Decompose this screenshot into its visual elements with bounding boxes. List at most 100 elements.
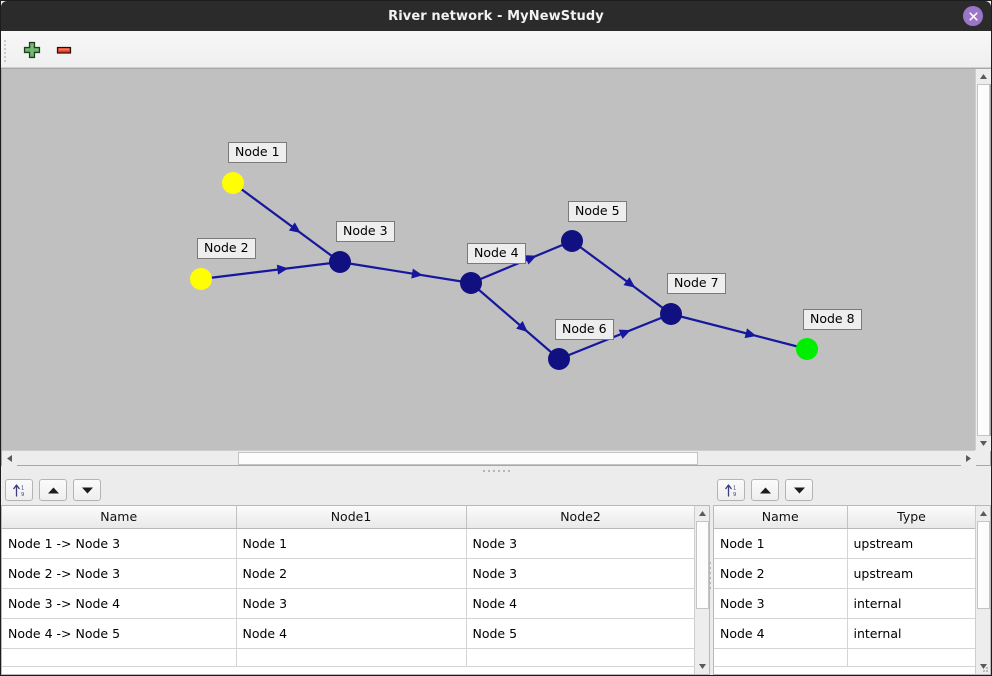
table-cell[interactable]: Node 1 [714, 528, 848, 559]
table-cell[interactable] [2, 648, 237, 667]
table-cell[interactable] [466, 648, 696, 667]
graph-node-label[interactable]: Node 3 [336, 221, 395, 242]
table-cell[interactable]: Node 3 [236, 588, 467, 619]
scroll-left-button[interactable] [2, 451, 17, 466]
graph-node[interactable] [190, 268, 212, 290]
remove-node-button[interactable] [51, 37, 77, 63]
graph-edge[interactable] [470, 282, 560, 360]
table-cell[interactable]: Node 3 [466, 528, 696, 559]
table-row-empty[interactable] [714, 648, 977, 667]
table-cell[interactable]: Node 5 [466, 618, 696, 649]
table-cell[interactable]: Node 1 [236, 528, 467, 559]
graph-node[interactable] [329, 251, 351, 273]
branches-scroll-down-button[interactable] [695, 659, 709, 674]
table-cell[interactable]: Node 1 -> Node 3 [2, 528, 237, 559]
nodes-move-down-button[interactable] [785, 479, 813, 501]
graph-hscroll-thumb[interactable] [238, 452, 698, 465]
close-button[interactable] [963, 6, 983, 26]
graph-edges [190, 172, 818, 370]
nodes-sort-button[interactable]: 1 9 [717, 479, 745, 501]
table-cell[interactable] [714, 648, 848, 667]
graph-edge[interactable] [200, 260, 341, 281]
column-header[interactable]: Node2 [466, 506, 696, 529]
graph-node[interactable] [796, 338, 818, 360]
table-cell[interactable]: Node 4 [466, 588, 696, 619]
graph-node[interactable] [460, 272, 482, 294]
graph-node-label[interactable]: Node 2 [197, 238, 256, 259]
triangle-down-icon [699, 664, 706, 669]
graph-node-label[interactable]: Node 8 [803, 309, 862, 330]
graph-node-label[interactable]: Node 7 [667, 273, 726, 294]
graph-node[interactable] [548, 348, 570, 370]
table-cell[interactable]: upstream [847, 528, 977, 559]
table-cell[interactable]: Node 2 -> Node 3 [2, 558, 237, 589]
graph-node-label[interactable]: Node 5 [568, 201, 627, 222]
table-cell[interactable]: Node 4 -> Node 5 [2, 618, 237, 649]
table-cell[interactable] [236, 648, 467, 667]
graph-vertical-scrollbar[interactable] [975, 69, 991, 451]
graph-node[interactable] [660, 303, 682, 325]
table-cell[interactable]: internal [847, 588, 977, 619]
horizontal-splitter[interactable] [1, 466, 991, 475]
graph-canvas[interactable]: Node 1 Node 2 Node 3 Node 4 Node 5 Node 6 Node… [2, 69, 976, 451]
graph-edge[interactable] [339, 260, 472, 285]
table-cell[interactable]: Node 4 [714, 618, 848, 649]
graph-vscroll-thumb[interactable] [977, 84, 990, 436]
graph-edge[interactable] [670, 312, 808, 351]
graph-node-label[interactable]: Node 4 [467, 243, 526, 264]
graph-edge[interactable] [232, 182, 341, 263]
graph-node[interactable] [222, 172, 244, 194]
table-cell[interactable]: Node 2 [236, 558, 467, 589]
table-cell[interactable]: Node 3 -> Node 4 [2, 588, 237, 619]
add-node-icon [23, 41, 41, 59]
branches-vscroll-thumb[interactable] [696, 521, 709, 609]
branches-move-down-button[interactable] [73, 479, 101, 501]
nodes-vscroll-thumb[interactable] [977, 521, 990, 609]
graph-node[interactable] [561, 230, 583, 252]
column-header[interactable]: Name [2, 506, 237, 529]
resize-grip[interactable] [980, 664, 988, 672]
table-cell[interactable]: internal [847, 618, 977, 649]
column-header[interactable]: Name [714, 506, 848, 529]
branches-scroll-up-button[interactable] [695, 506, 709, 521]
triangle-down-icon [980, 664, 987, 669]
graph-edge[interactable] [558, 312, 672, 361]
branches-move-up-button[interactable] [39, 479, 67, 501]
scroll-up-button[interactable] [976, 69, 991, 84]
branches-sort-button[interactable]: 1 9 [5, 479, 33, 501]
nodes-scroll-up-button[interactable] [976, 506, 990, 521]
branches-vertical-scrollbar[interactable] [694, 506, 709, 674]
scroll-down-button[interactable] [976, 436, 991, 451]
vertical-splitter[interactable] [706, 475, 714, 675]
table-row-empty[interactable] [2, 648, 696, 667]
nodes-vertical-scrollbar[interactable] [975, 506, 990, 674]
scroll-right-button[interactable] [961, 451, 976, 466]
column-header[interactable]: Type [847, 506, 977, 529]
sort-ascending-icon: 1 9 [12, 483, 24, 498]
add-node-button[interactable] [19, 37, 45, 63]
graph-edge[interactable] [571, 240, 672, 315]
toolbar-grip[interactable] [4, 38, 8, 62]
column-header[interactable]: Node1 [236, 506, 467, 529]
table-cell[interactable]: Node 2 [714, 558, 848, 589]
graph-node-label[interactable]: Node 1 [228, 142, 287, 163]
table-cell[interactable]: Node 3 [466, 558, 696, 589]
table-cell[interactable]: Node 3 [714, 588, 848, 619]
table-cell[interactable]: upstream [847, 558, 977, 589]
table-cell[interactable] [847, 648, 977, 667]
nodes-move-up-button[interactable] [751, 479, 779, 501]
table-cell[interactable]: Node 4 [236, 618, 467, 649]
graph-horizontal-scrollbar[interactable] [2, 450, 976, 466]
graph-node-label[interactable]: Node 6 [555, 319, 614, 340]
